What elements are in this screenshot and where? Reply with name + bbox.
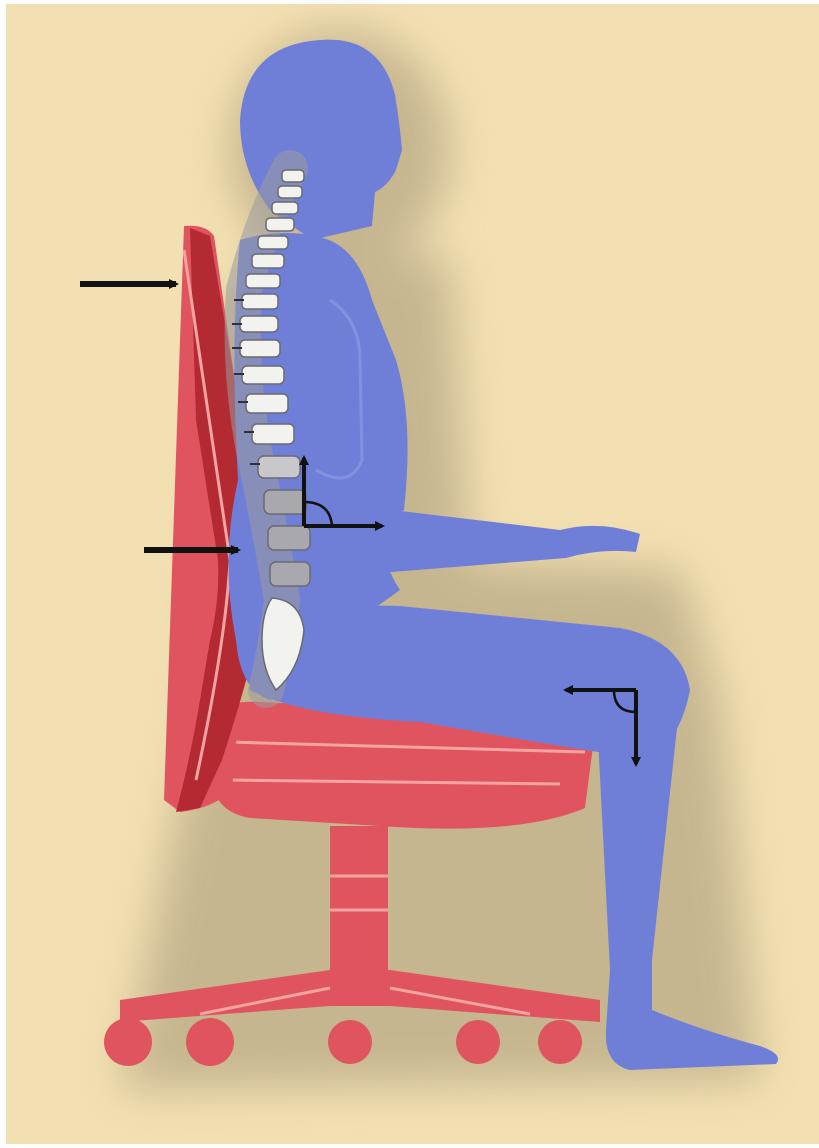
caster-wheel-1 <box>104 1018 152 1066</box>
caster-wheel-5 <box>538 1020 582 1064</box>
caster-wheel-2 <box>186 1018 234 1066</box>
caster-wheel-3 <box>328 1020 372 1064</box>
caster-wheel-4 <box>456 1020 500 1064</box>
